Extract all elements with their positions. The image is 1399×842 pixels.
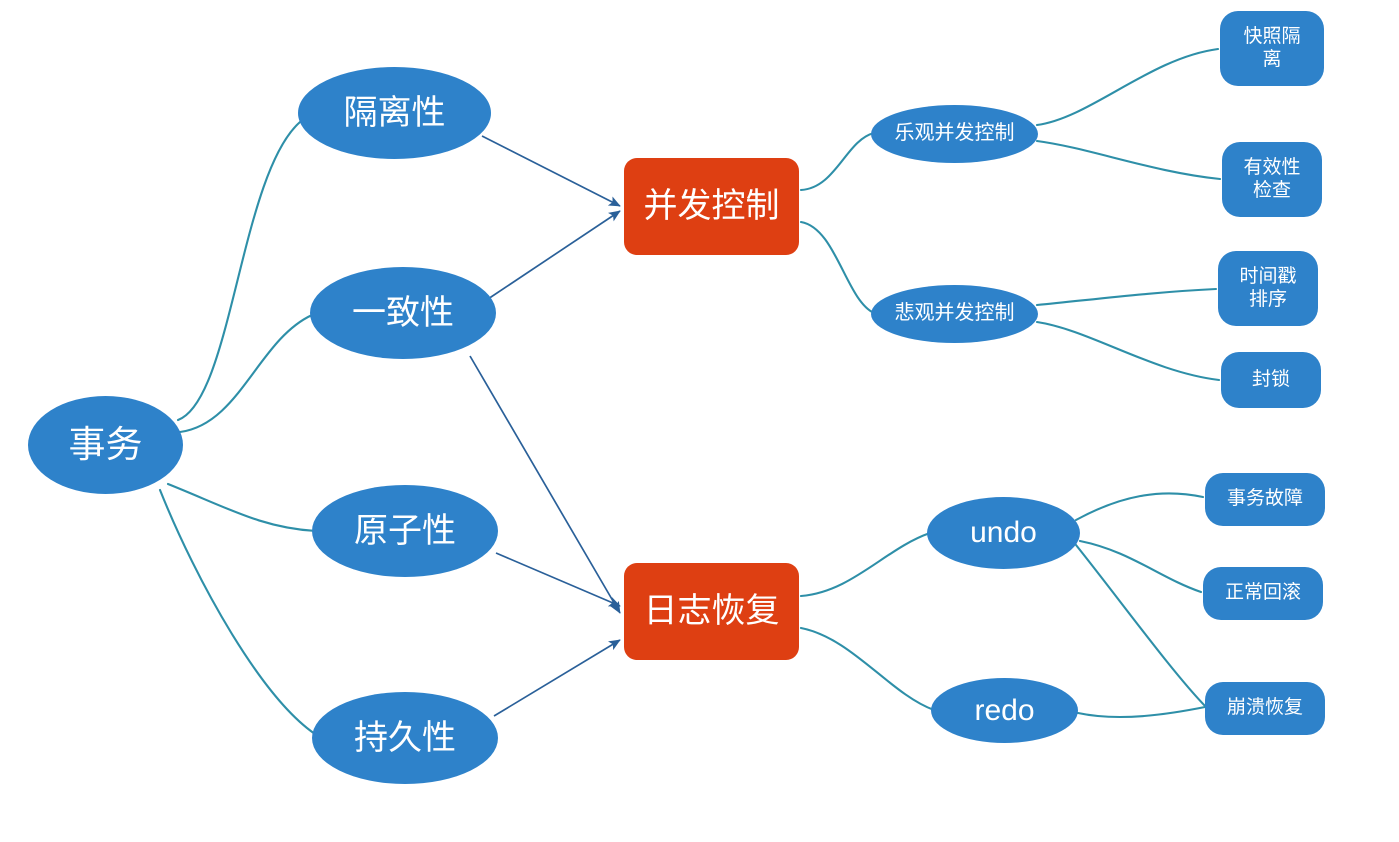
edge-consistency-to-logrecovery	[469, 355, 621, 614]
edge-consistency-to-concurrency	[487, 210, 621, 300]
edge-atomicity-to-logrecovery	[495, 552, 621, 607]
node-snapshot[interactable]: 快照隔 离	[1220, 11, 1324, 86]
edge-undo-to-crashrec	[1074, 543, 1208, 709]
node-crashrec[interactable]: 崩溃恢复	[1205, 682, 1325, 735]
node-redo[interactable]: redo	[931, 678, 1078, 743]
node-concurrency[interactable]: 并发控制	[624, 158, 799, 255]
edge-concurrency-to-occ	[799, 131, 876, 192]
node-validation[interactable]: 有效性 检查	[1222, 142, 1322, 217]
edge-logrecovery-to-undo	[799, 531, 932, 598]
edge-root-to-consistency	[178, 313, 314, 434]
node-consistency[interactable]: 一致性	[310, 267, 496, 359]
node-locking[interactable]: 封锁	[1221, 352, 1321, 408]
node-isolation[interactable]: 隔离性	[298, 67, 491, 159]
node-undo[interactable]: undo	[927, 497, 1080, 569]
edge-occ-to-validation	[1035, 139, 1222, 181]
node-rollback[interactable]: 正常回滚	[1203, 567, 1323, 620]
edge-root-to-isolation	[176, 120, 302, 422]
edge-durability-to-logrecovery	[493, 639, 621, 717]
edge-occ-to-snapshot	[1035, 47, 1220, 127]
edge-concurrency-to-pcc	[799, 220, 876, 315]
edge-pcc-to-locking	[1035, 320, 1221, 382]
edge-undo-to-txnfail	[1074, 492, 1205, 522]
node-durability[interactable]: 持久性	[312, 692, 498, 784]
edge-redo-to-crashrec	[1076, 705, 1207, 719]
node-atomicity[interactable]: 原子性	[312, 485, 498, 577]
node-root[interactable]: 事务	[28, 396, 183, 494]
edge-undo-to-rollback	[1078, 539, 1203, 594]
edge-pcc-to-timestamp	[1035, 287, 1218, 307]
node-logrecovery[interactable]: 日志恢复	[624, 563, 799, 660]
edge-root-to-atomicity	[166, 482, 318, 533]
node-pcc[interactable]: 悲观并发控制	[871, 285, 1038, 343]
node-occ[interactable]: 乐观并发控制	[871, 105, 1038, 163]
edge-isolation-to-concurrency	[481, 135, 621, 207]
edge-root-to-durability	[158, 488, 320, 738]
node-txnfail[interactable]: 事务故障	[1205, 473, 1325, 526]
node-timestamp[interactable]: 时间戳 排序	[1218, 251, 1318, 326]
edge-logrecovery-to-redo	[799, 626, 936, 712]
